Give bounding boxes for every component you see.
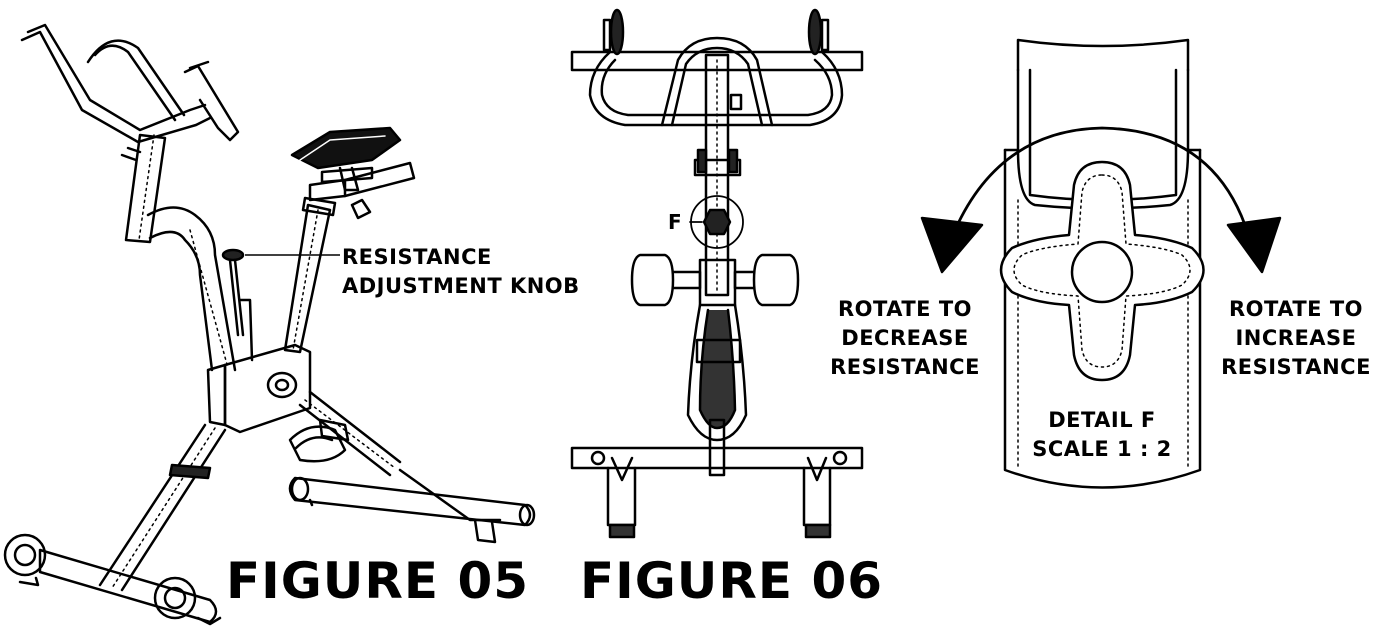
rear-base-05 (288, 468, 536, 544)
center-column-06 (693, 53, 743, 297)
resistance-knob-05 (221, 248, 245, 337)
rotate-decrease-line2: DECREASE (841, 326, 969, 350)
rotate-increase-label: ROTATE TO INCREASE RESISTANCE (1212, 295, 1380, 382)
handlebar-post-05 (120, 133, 167, 244)
pedals-06 (630, 253, 800, 307)
detail-f-caption-line1: DETAIL F (1048, 408, 1156, 432)
resistance-knob-label-line1: RESISTANCE (342, 245, 492, 269)
flywheel-housing-05 (206, 298, 312, 434)
rotate-increase-line3: RESISTANCE (1221, 355, 1371, 379)
rotation-arrow-detail (920, 126, 1282, 274)
figure-05-title: FIGURE 05 (226, 552, 530, 610)
detail-f-caption: DETAIL F SCALE 1 : 2 (1020, 406, 1184, 464)
handlebar-05 (20, 23, 240, 144)
rotate-decrease-line3: RESISTANCE (830, 355, 980, 379)
rotate-decrease-line1: ROTATE TO (838, 297, 972, 321)
base-06 (570, 446, 864, 539)
detail-tube (1003, 38, 1202, 489)
resistance-knob-label-line2: ADJUSTMENT KNOB (342, 274, 580, 298)
seat-tube-05 (283, 196, 337, 354)
detail-f-circle-06 (689, 195, 744, 249)
resistance-knob-label: RESISTANCE ADJUSTMENT KNOB (342, 243, 580, 301)
detail-f-caption-line2: SCALE 1 : 2 (1032, 437, 1172, 461)
lower-frame-06 (686, 303, 748, 477)
handlebar-loops-06 (588, 36, 844, 127)
down-tube-05 (98, 423, 227, 592)
handlebar-crossbar-06 (570, 8, 864, 72)
arrow-head-left-icon (920, 216, 984, 274)
callout-f-label: F (668, 210, 682, 234)
arrow-head-right-icon (1226, 216, 1282, 274)
rotate-increase-line1: ROTATE TO (1229, 297, 1363, 321)
front-base-05 (3, 533, 222, 626)
pedal-05 (288, 418, 350, 463)
rotate-decrease-label: ROTATE TO DECREASE RESISTANCE (820, 295, 990, 382)
figure-06-title: FIGURE 06 (580, 552, 884, 610)
rotate-increase-line2: INCREASE (1235, 326, 1357, 350)
seat-05 (290, 126, 416, 220)
knob-detail (999, 160, 1205, 382)
front-frame-tube-05 (146, 206, 237, 372)
